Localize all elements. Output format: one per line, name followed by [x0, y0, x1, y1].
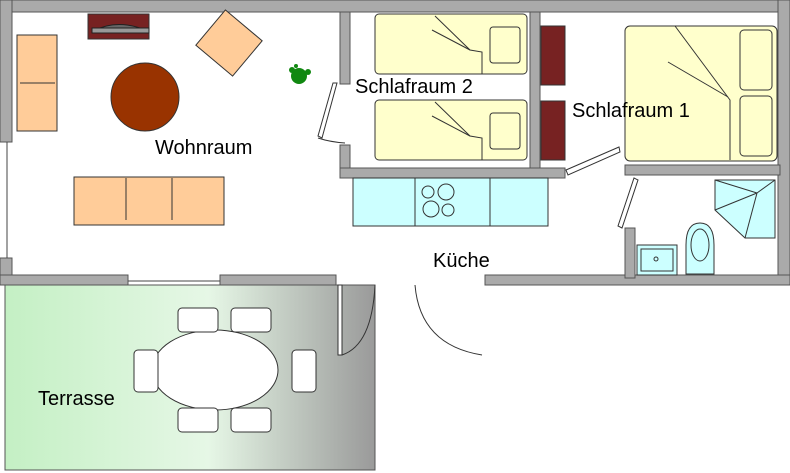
double-bed: [624, 25, 778, 162]
armchair: [195, 9, 263, 77]
sofa-left: [16, 34, 58, 132]
shower-icon: [714, 179, 776, 239]
sink-icon: [636, 244, 678, 276]
kitchen-counter: [352, 177, 549, 227]
room-label-kueche: Küche: [433, 250, 490, 272]
sofa-bottom: [73, 176, 225, 226]
toilet-icon: [685, 222, 715, 275]
stove-icon: [421, 183, 455, 218]
room-label-schlafraum-2: Schlafraum 2: [355, 76, 473, 98]
room-label-wohnraum: Wohnraum: [155, 137, 253, 159]
windows: [6, 142, 220, 282]
fireplace-icon: [87, 13, 150, 40]
room-label-terrasse: Terrasse: [38, 388, 115, 410]
bed-upper: [374, 13, 528, 75]
room-label-schlafraum-1: Schlafraum 1: [572, 100, 690, 122]
wardrobe: [540, 25, 566, 161]
bed-lower: [374, 99, 528, 161]
terrace-table: [151, 329, 279, 411]
doors: [317, 82, 639, 356]
round-table: [110, 62, 180, 132]
plant-icon: [289, 64, 311, 84]
terrace-chairs: [133, 307, 317, 433]
